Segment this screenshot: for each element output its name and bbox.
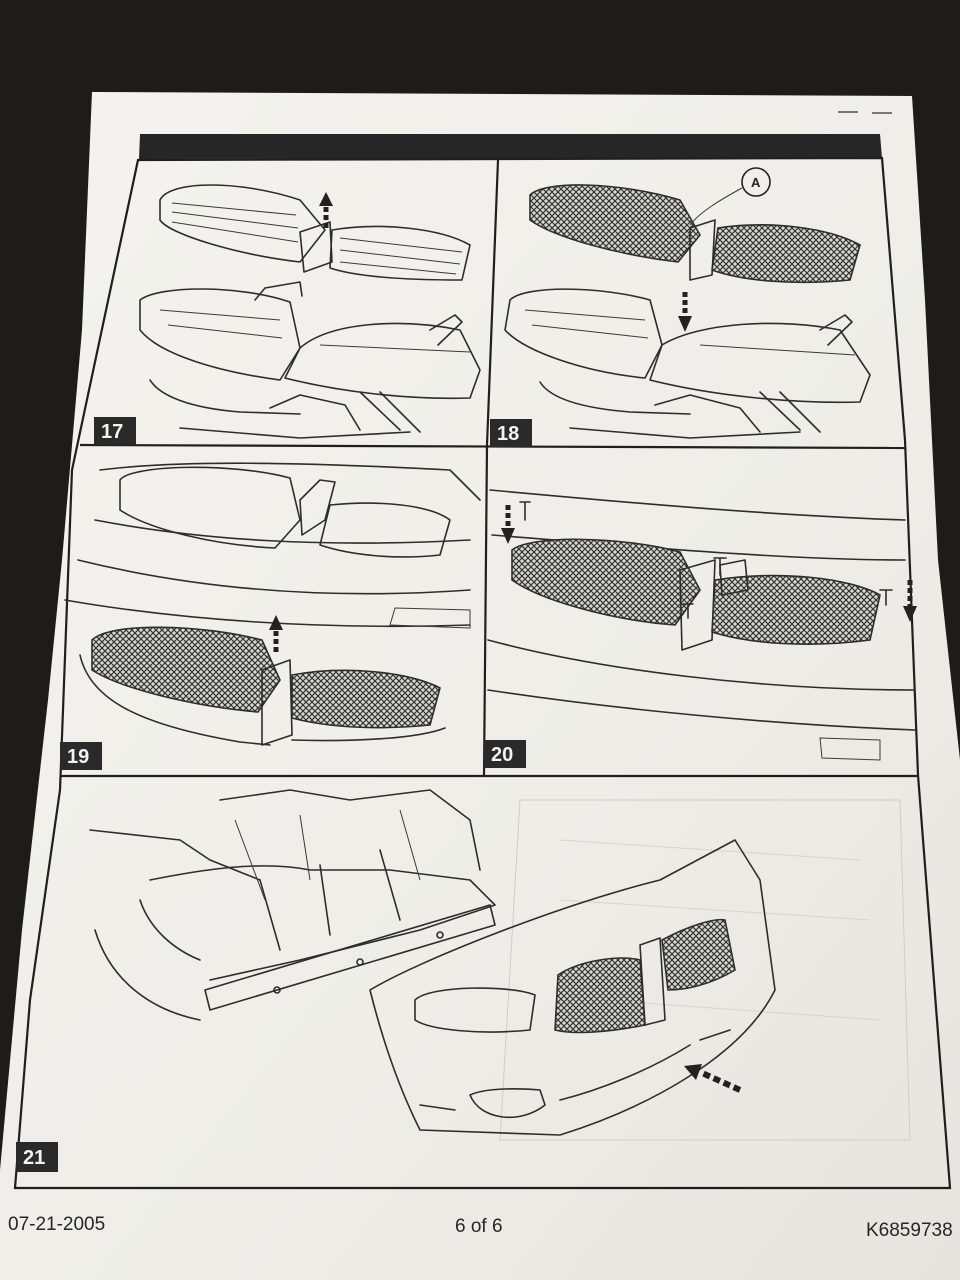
- staple-marks: [838, 111, 892, 114]
- panel-19-badge: 19: [60, 742, 102, 770]
- panel-17-illustration: [139, 184, 481, 439]
- footer-page-number: 6 of 6: [455, 1216, 503, 1237]
- footer-date: 07-21-2005: [8, 1214, 105, 1235]
- outer-frame: [13, 156, 952, 1190]
- panel-17-number: 17: [101, 421, 123, 443]
- paper-sheet: [0, 92, 960, 1280]
- panel-19-illustration: [64, 462, 481, 746]
- panel-18-number: 18: [497, 423, 519, 445]
- panel-21-badge: 21: [16, 1142, 58, 1172]
- panel-18-badge: 18: [490, 419, 532, 447]
- panel-19-number: 19: [67, 746, 89, 768]
- panel-21-number: 21: [23, 1147, 45, 1169]
- panel-17-badge: 17: [94, 417, 136, 445]
- panel-21-illustration: [89, 789, 911, 1141]
- panel-20-badge: 20: [484, 740, 526, 768]
- panel-20-number: 20: [491, 744, 513, 766]
- panel-20-illustration: [487, 489, 917, 761]
- panel-18-illustration: A: [504, 167, 871, 439]
- callout-a-label: A: [751, 175, 761, 190]
- header-bar: [139, 134, 882, 159]
- footer-document-code: K6859738: [866, 1220, 953, 1241]
